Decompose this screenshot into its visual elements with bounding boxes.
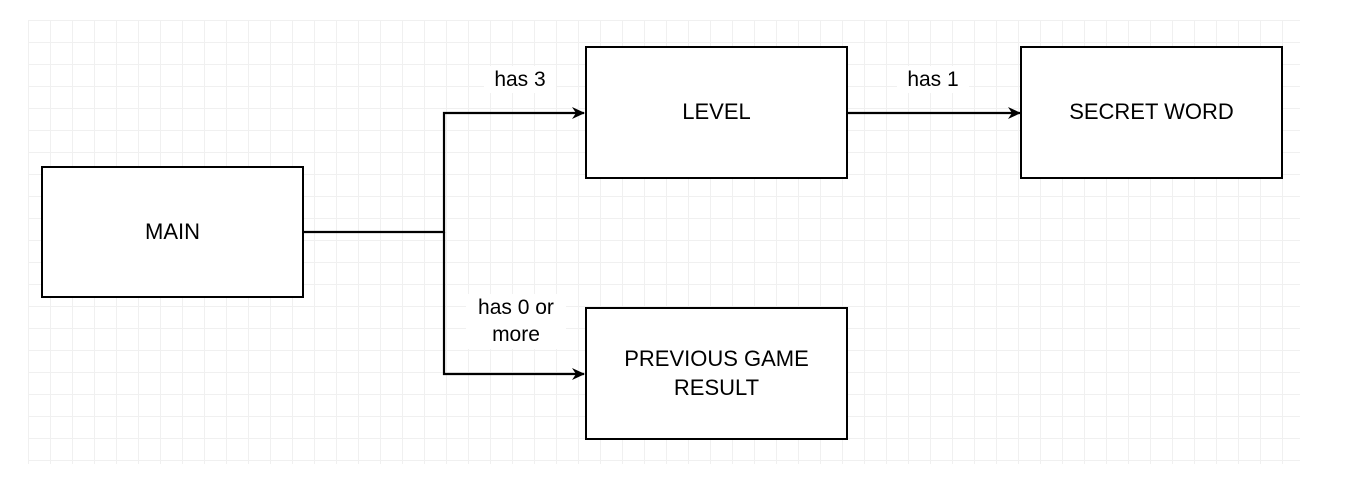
edge-label-main-to-previous-game-result: has 0 or more [466, 294, 566, 349]
node-main-label: MAIN [145, 218, 200, 244]
edge-label-level-to-secret-word: has 1 [897, 66, 969, 94]
node-level[interactable]: LEVEL [585, 46, 848, 179]
node-secret-word-label: SECRET WORD [1069, 99, 1234, 125]
node-previous-game-result[interactable]: PREVIOUS GAME RESULT [585, 307, 848, 440]
node-main[interactable]: MAIN [41, 166, 304, 298]
edge-main-to-level[interactable] [304, 107, 585, 234]
node-level-label: LEVEL [682, 99, 751, 125]
node-secret-word[interactable]: SECRET WORD [1020, 46, 1283, 179]
node-previous-game-result-label: PREVIOUS GAME RESULT [624, 345, 809, 400]
edge-label-main-to-level: has 3 [484, 66, 556, 94]
edge-main-to-previous-game-result[interactable] [442, 232, 585, 380]
